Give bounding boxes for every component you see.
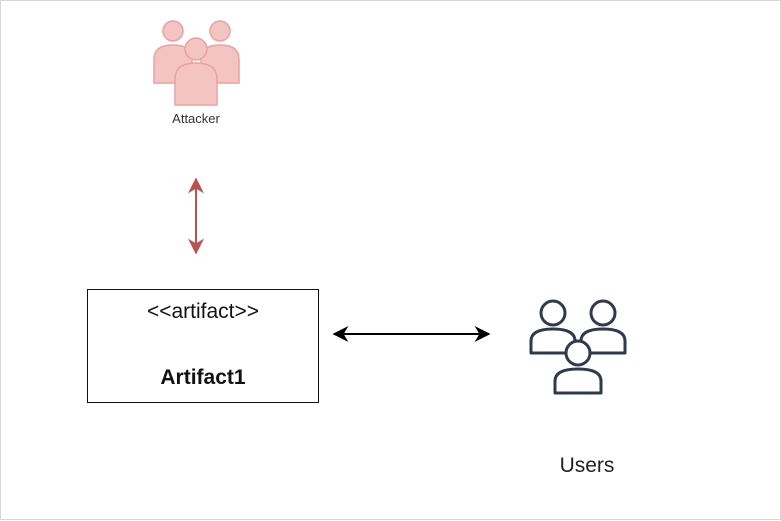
users-outline-icon[interactable] — [529, 299, 627, 395]
artifact-stereotype: <<artifact>> — [146, 300, 260, 323]
artifact-name: Artifact1 — [160, 366, 246, 389]
attacker-group-icon[interactable] — [153, 20, 240, 106]
users-label: Users — [559, 454, 615, 477]
attacker-label: Attacker — [172, 111, 220, 126]
artifact-node[interactable]: <<artifact>> Artifact1 — [87, 289, 319, 403]
